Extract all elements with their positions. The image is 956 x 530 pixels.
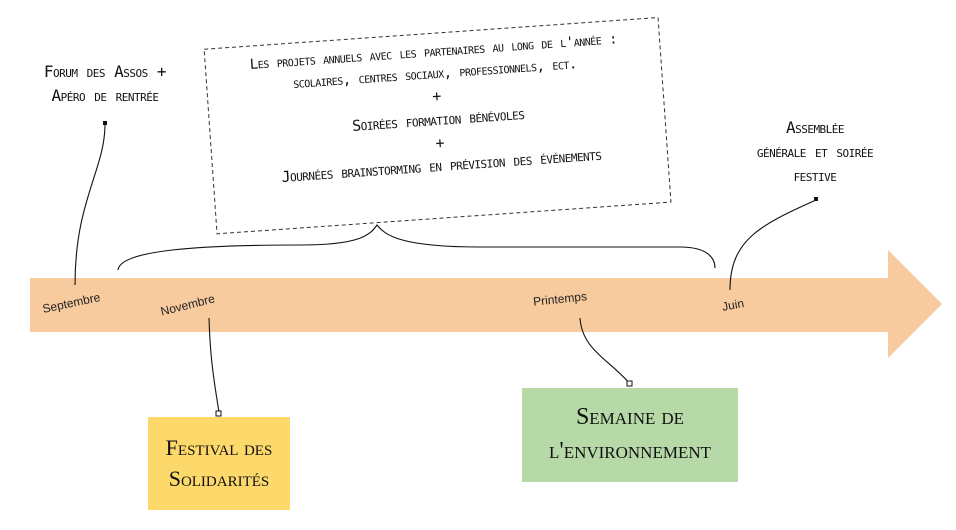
connector-spring — [579, 317, 631, 385]
connector-september — [74, 123, 106, 286]
timeline-arrow — [30, 250, 942, 358]
environment-box: Semaine de l'environnement — [522, 388, 738, 482]
assembly-line1: Assemblée — [785, 118, 845, 137]
festival-line2: Solidarités — [168, 465, 270, 491]
forum-line2: Apéro de rentrée — [51, 86, 160, 105]
assembly-event-label: Assemblée générale et soirée festive — [740, 116, 890, 188]
connector-june — [729, 199, 817, 291]
festival-line1: Festival des — [165, 434, 273, 460]
brace — [117, 224, 716, 271]
connector-november — [208, 317, 220, 413]
assembly-line2: générale et soirée — [756, 142, 874, 161]
assembly-line3: festive — [793, 166, 837, 185]
forum-line1: Forum des Assos + — [43, 62, 167, 81]
forum-event-label: Forum des Assos + Apéro de rentrée — [30, 60, 180, 108]
environment-line2: l'environnement — [548, 438, 712, 464]
environment-line1: Semaine de — [575, 404, 685, 431]
yearly-box-border — [203, 16, 672, 235]
